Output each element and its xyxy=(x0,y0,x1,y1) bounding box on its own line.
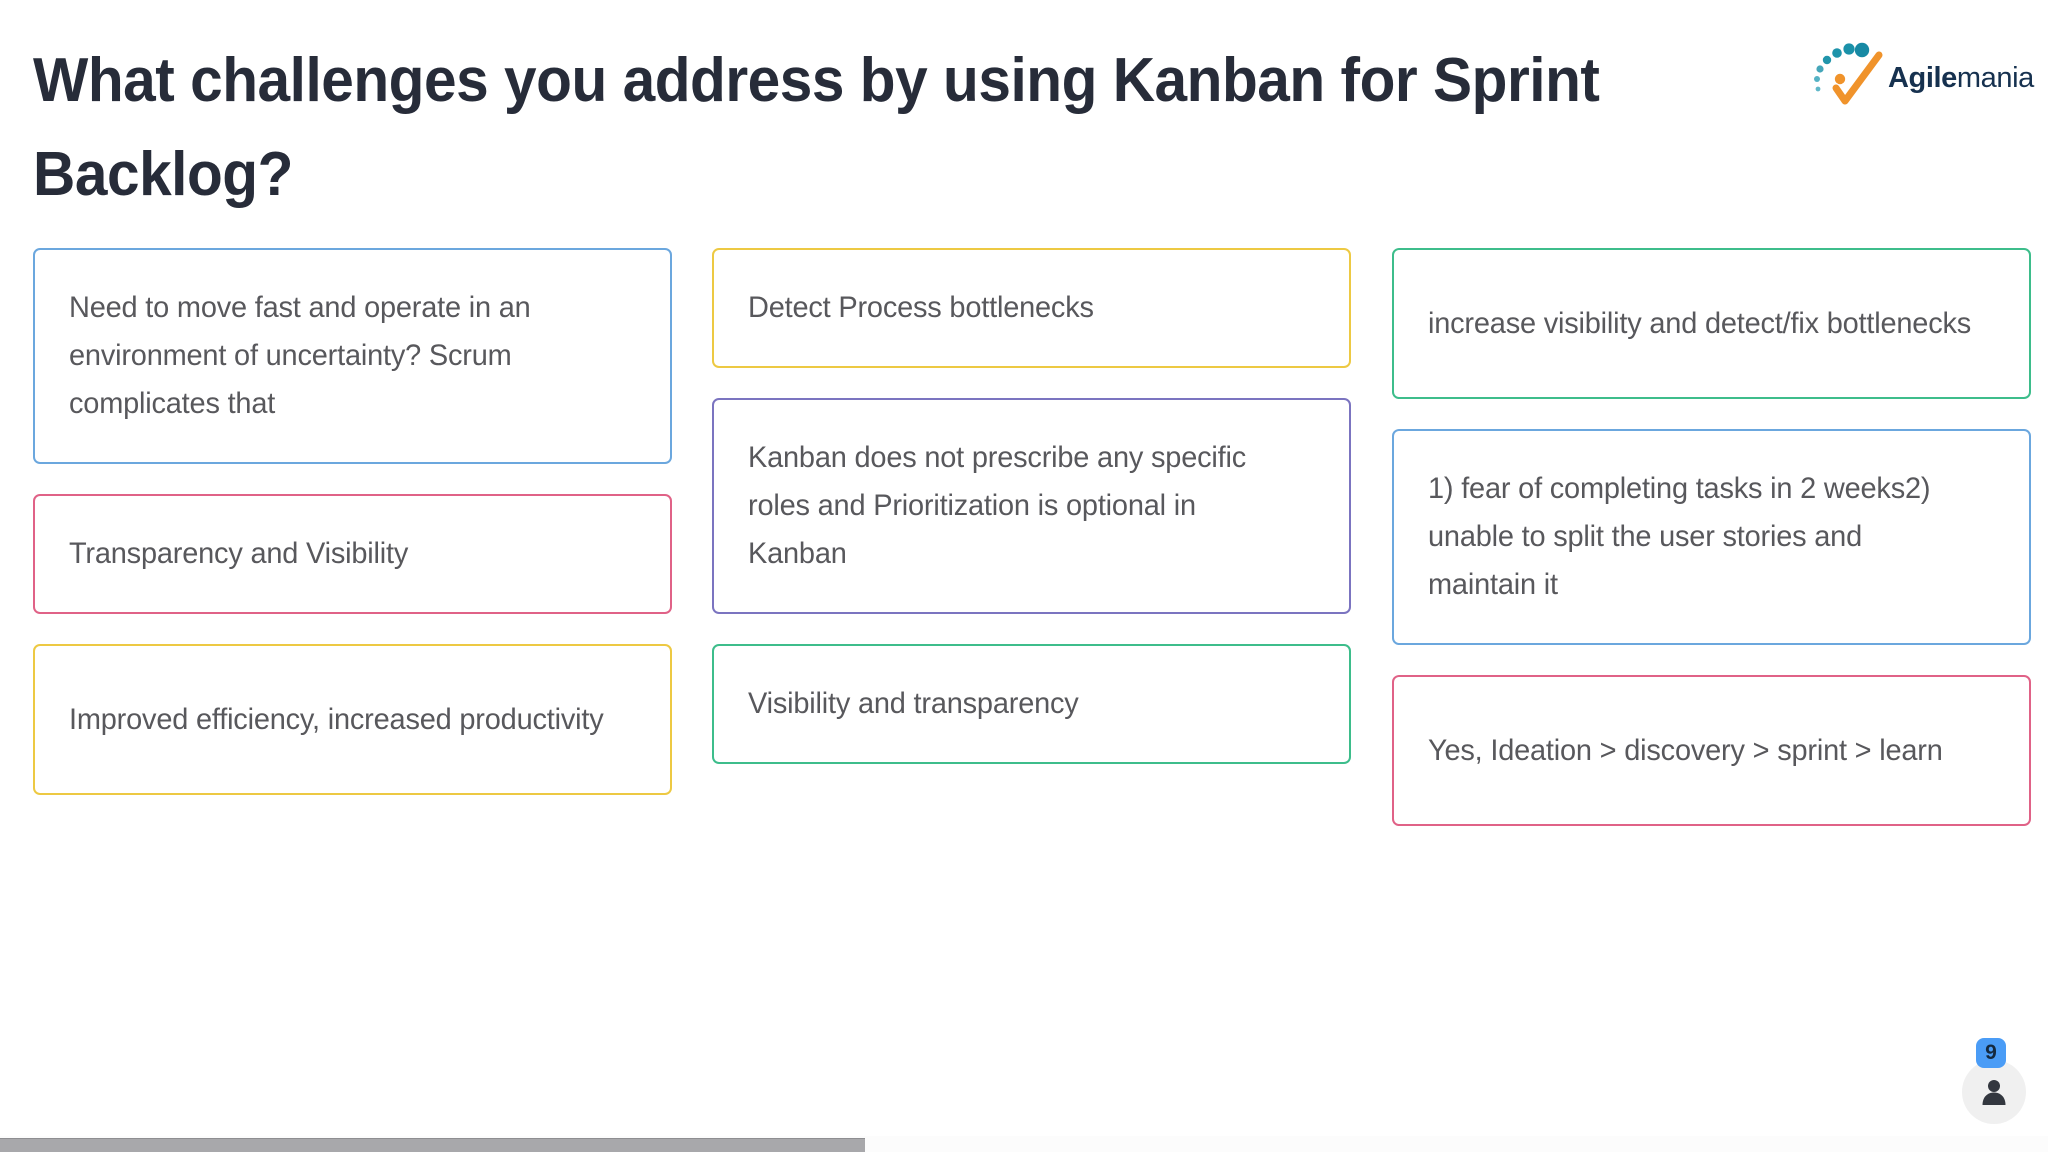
response-card[interactable]: 1) fear of completing tasks in 2 weeks2)… xyxy=(1392,429,2031,645)
page-header: What challenges you address by using Kan… xyxy=(0,0,2048,230)
response-card[interactable]: Improved efficiency, increased productiv… xyxy=(33,644,672,795)
horizontal-scrollbar[interactable] xyxy=(0,1136,2048,1152)
person-icon xyxy=(1982,1080,2006,1105)
column-right: increase visibility and detect/fix bottl… xyxy=(1392,248,2037,856)
response-card[interactable]: Transparency and Visibility xyxy=(33,494,672,614)
participants-count-badge: 9 xyxy=(1976,1038,2006,1068)
response-card[interactable]: Kanban does not prescribe any specific r… xyxy=(712,398,1351,614)
logo-word-mania: mania xyxy=(1956,62,2034,94)
agilemania-logo: Agilemania xyxy=(1812,32,2034,108)
response-card[interactable]: Detect Process bottlenecks xyxy=(712,248,1351,368)
participants-widget[interactable]: 9 xyxy=(1962,1038,2026,1124)
response-card-text: Improved efficiency, increased productiv… xyxy=(69,702,604,736)
response-card[interactable]: Need to move fast and operate in an envi… xyxy=(33,248,672,464)
response-card-text: Kanban does not prescribe any specific r… xyxy=(748,441,1247,570)
response-board: Need to move fast and operate in an envi… xyxy=(0,248,2048,1118)
agilemania-logo-mark xyxy=(1812,32,1894,108)
response-card-text: 1) fear of completing tasks in 2 weeks2)… xyxy=(1428,472,1931,601)
response-card-text: Visibility and transparency xyxy=(748,687,1079,720)
response-card-text: Yes, Ideation > discovery > sprint > lea… xyxy=(1428,733,1943,767)
response-card[interactable]: increase visibility and detect/fix bottl… xyxy=(1392,248,2031,399)
logo-word-agile: Agile xyxy=(1888,62,1957,94)
response-card-text: increase visibility and detect/fix bottl… xyxy=(1428,306,1972,340)
participants-avatar[interactable] xyxy=(1962,1060,2026,1124)
agilemania-wordmark: Agilemania xyxy=(1888,62,2034,94)
response-card[interactable]: Visibility and transparency xyxy=(712,644,1351,764)
horizontal-scrollbar-thumb[interactable] xyxy=(0,1138,865,1152)
response-card-text: Transparency and Visibility xyxy=(69,537,409,570)
column-left: Need to move fast and operate in an envi… xyxy=(33,248,678,825)
response-card[interactable]: Yes, Ideation > discovery > sprint > lea… xyxy=(1392,675,2031,826)
page-title: What challenges you address by using Kan… xyxy=(33,46,1616,209)
response-card-text: Need to move fast and operate in an envi… xyxy=(69,291,531,420)
response-card-text: Detect Process bottlenecks xyxy=(748,291,1094,324)
